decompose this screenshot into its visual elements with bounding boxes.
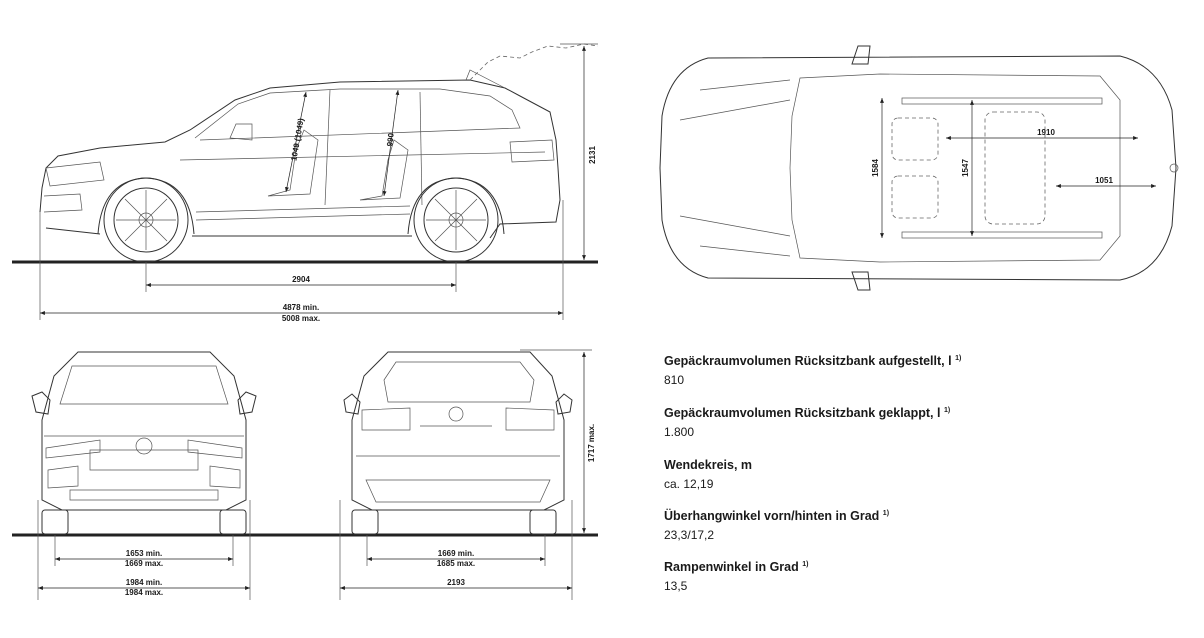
rear-width-label: 2193: [447, 578, 465, 587]
spec-value: 810: [664, 373, 685, 387]
headroom-rear-label: 990: [385, 132, 395, 147]
top-view: 1910 1051 1547 1584: [659, 45, 1179, 291]
spec-trunk-folded: Gepäckraumvolumen Rücksitzbank geklappt,…: [664, 405, 950, 440]
footnote-marker: 1): [882, 510, 890, 517]
footnote-marker: 1): [943, 407, 951, 414]
spec-value: 1.800: [664, 425, 695, 439]
front-track-min-label: 1653 min.: [126, 549, 162, 558]
front-track-max-label: 1669 max.: [125, 559, 163, 568]
spec-label: Gepäckraumvolumen Rücksitzbank aufgestel…: [664, 354, 952, 368]
front-width-max-label: 1984 max.: [125, 588, 163, 597]
rear-track-max-label: 1685 max.: [437, 559, 475, 568]
headroom-front-label: 1049 (1049): [289, 117, 305, 161]
top-1547-label: 1547: [961, 159, 970, 177]
spec-value: ca. 12,19: [664, 477, 714, 491]
spec-value: 23,3/17,2: [664, 528, 715, 542]
spec-ramp-angle: Rampenwinkel in Grad 1) 13,5: [664, 559, 808, 594]
front-view: 1653 min. 1669 max. 1984 min. 1984 max.: [12, 351, 598, 600]
spec-turning-circle: Wendekreis, m ca. 12,19: [664, 457, 752, 492]
rear-track-min-label: 1669 min.: [438, 549, 474, 558]
spec-trunk-upright: Gepäckraumvolumen Rücksitzbank aufgestel…: [664, 353, 961, 388]
spec-label: Gepäckraumvolumen Rücksitzbank geklappt,…: [664, 406, 941, 420]
spec-value: 13,5: [664, 579, 688, 593]
rear-view: 1669 min. 1685 max. 2193 1717 max.: [339, 349, 596, 600]
wheelbase-label: 2904: [292, 275, 310, 284]
spec-label: Rampenwinkel in Grad: [664, 560, 799, 574]
spec-label: Wendekreis, m: [664, 458, 753, 472]
rear-height-label: 1717 max.: [587, 424, 596, 462]
top-1584-label: 1584: [871, 159, 880, 177]
front-width-min-label: 1984 min.: [126, 578, 162, 587]
footnote-marker: 1): [802, 561, 809, 568]
footnote-marker: 1): [955, 355, 962, 362]
side-view: 1049 (1049) 990 2131 2904 4878 min. 5008…: [12, 43, 599, 323]
top-1910-label: 1910: [1037, 128, 1055, 137]
height-label: 2131: [588, 146, 597, 164]
spec-label: Überhangwinkel vorn/hinten in Grad: [664, 509, 880, 523]
top-1051-label: 1051: [1095, 176, 1113, 185]
spec-overhang-angle: Überhangwinkel vorn/hinten in Grad 1) 23…: [664, 508, 889, 543]
length-max-label: 5008 max.: [282, 314, 320, 323]
length-min-label: 4878 min.: [283, 303, 319, 312]
